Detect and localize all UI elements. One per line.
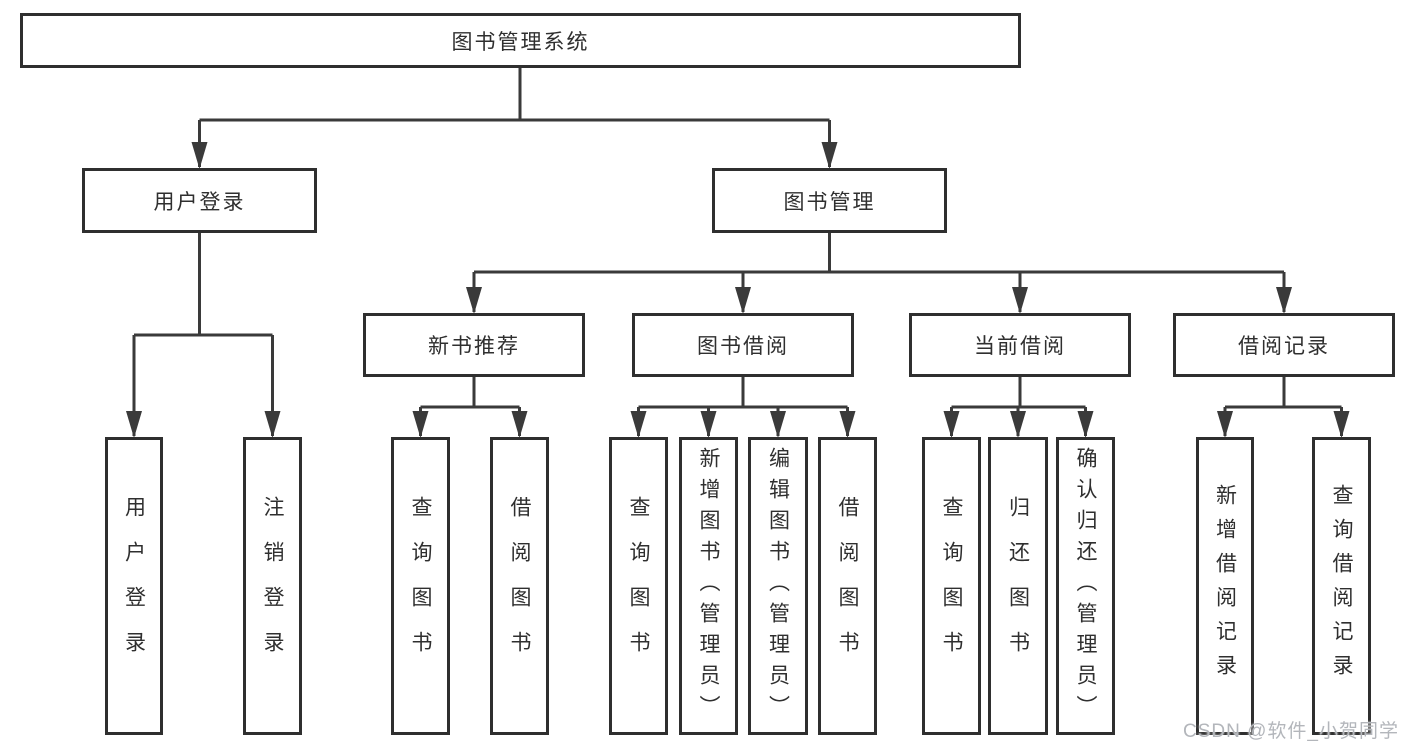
leaf-label: 查询借阅记录	[1330, 484, 1353, 688]
node-label: 当前借阅	[974, 335, 1066, 358]
leaf-br-query-borrow-record: 查询借阅记录	[1312, 437, 1371, 735]
leaf-label: 归还图书	[1006, 496, 1030, 676]
leaf-nb-query-books: 查询图书	[391, 437, 450, 735]
leaf-cb-return-books: 归还图书	[988, 437, 1048, 735]
leaf-label: 用户登录	[122, 496, 146, 676]
node-borrowing-records: 借阅记录	[1173, 313, 1395, 377]
leaf-label: 查询图书	[409, 496, 432, 676]
leaf-bb-query-books: 查询图书	[609, 437, 668, 735]
leaf-cb-query-books: 查询图书	[922, 437, 981, 735]
node-label: 图书管理	[783, 190, 876, 214]
leaf-label: 注销登录	[261, 496, 284, 676]
leaf-label: 编辑图书（管理员）	[766, 446, 790, 726]
node-root: 图书管理系统	[20, 13, 1021, 68]
leaf-cb-confirm-return-admin: 确认归还（管理员）	[1056, 437, 1115, 735]
leaf-bb-add-books-admin: 新增图书（管理员）	[679, 437, 738, 735]
node-label: 图书借阅	[697, 335, 789, 358]
leaf-br-add-borrow-record: 新增借阅记录	[1196, 437, 1254, 735]
leaf-user-login: 用户登录	[105, 437, 163, 735]
node-label: 图书管理系统	[451, 30, 590, 54]
leaf-label: 新增图书（管理员）	[697, 446, 720, 726]
leaf-label: 新增借阅记录	[1213, 484, 1237, 688]
leaf-label: 借阅图书	[836, 496, 859, 676]
leaf-nb-borrow-books: 借阅图书	[490, 437, 549, 735]
leaf-label: 查询图书	[940, 496, 963, 676]
node-book-borrowing: 图书借阅	[632, 313, 854, 377]
node-user-login: 用户登录	[82, 168, 317, 233]
leaf-label: 借阅图书	[508, 496, 531, 676]
leaf-label: 确认归还（管理员）	[1074, 446, 1097, 726]
leaf-label: 查询图书	[627, 496, 650, 676]
leaf-bb-borrow-books: 借阅图书	[818, 437, 877, 735]
node-current-borrowing: 当前借阅	[909, 313, 1131, 377]
leaf-logout-login: 注销登录	[243, 437, 302, 735]
node-label: 借阅记录	[1238, 335, 1330, 358]
node-book-management: 图书管理	[712, 168, 947, 233]
leaf-bb-edit-books-admin: 编辑图书（管理员）	[748, 437, 808, 735]
node-label: 用户登录	[153, 190, 246, 214]
node-label: 新书推荐	[428, 335, 520, 358]
node-new-book-recommendation: 新书推荐	[363, 313, 585, 377]
watermark-text: CSDN @软件_小贺同学	[1183, 721, 1399, 742]
